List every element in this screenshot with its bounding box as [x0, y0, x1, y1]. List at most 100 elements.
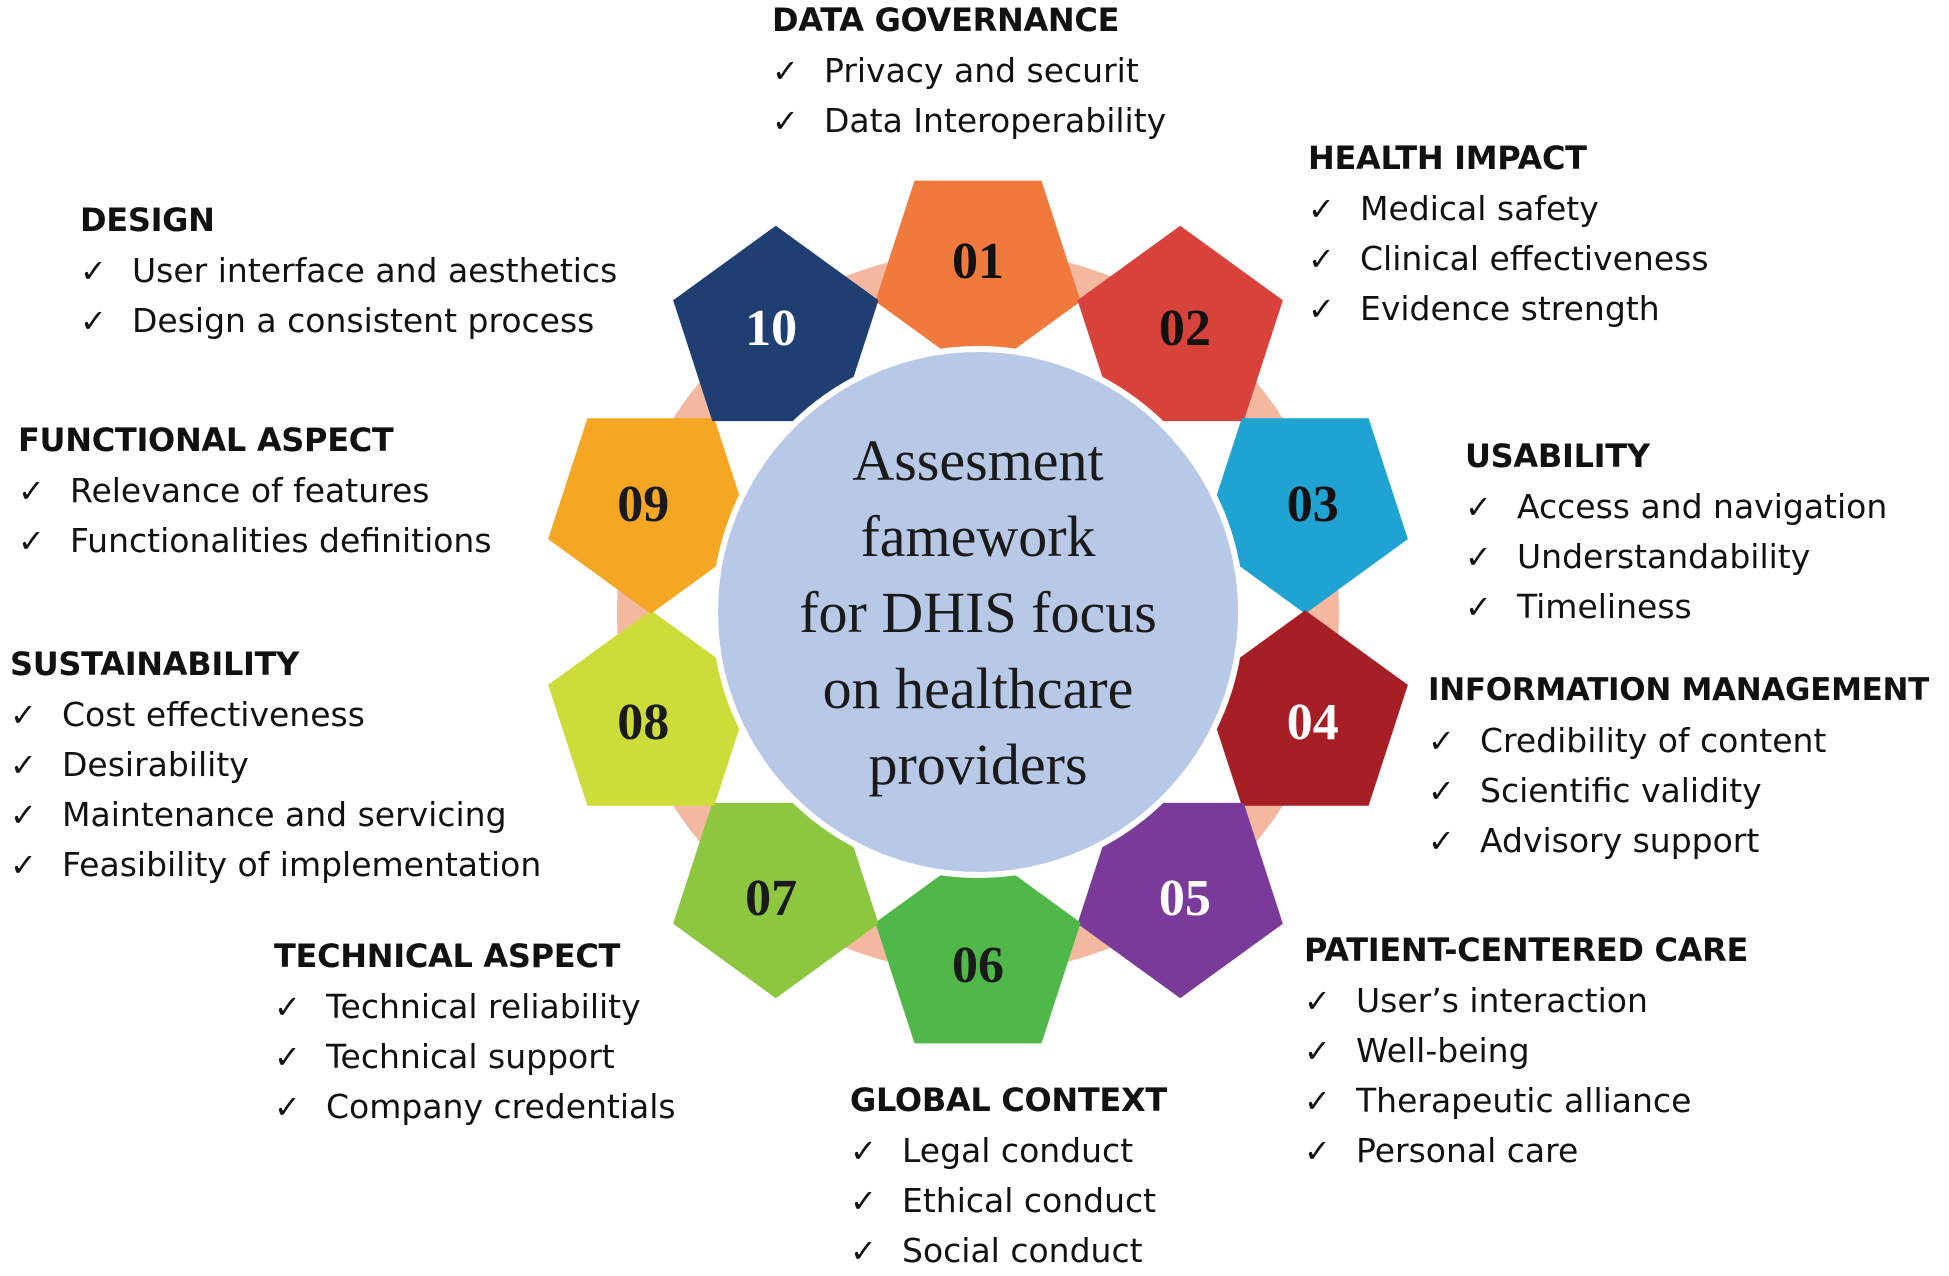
check-icon: ✓: [1465, 488, 1492, 526]
list-item: ✓Maintenance and servicing: [10, 790, 541, 840]
check-icon: ✓: [772, 52, 799, 90]
check-icon: ✓: [850, 1182, 877, 1220]
check-icon: ✓: [1428, 822, 1455, 860]
list-item: ✓Credibility of content: [1428, 716, 1929, 766]
pentagon-03: [1202, 418, 1408, 614]
check-icon: ✓: [772, 102, 799, 140]
list-item: ✓Legal conduct: [850, 1126, 1167, 1176]
pentagon-06: [875, 848, 1081, 1044]
check-icon: ✓: [80, 302, 107, 340]
category-usability: USABILITY ✓Access and navigation ✓Unders…: [1465, 436, 1887, 632]
list-item: ✓Scientific validity: [1428, 766, 1929, 816]
list-item: ✓Design a consistent process: [80, 296, 617, 346]
category-title: DESIGN: [80, 201, 215, 239]
center-title-line-4: on healthcare: [823, 656, 1134, 721]
list-item: ✓Cost effectiveness: [10, 690, 541, 740]
category-health-impact: HEALTH IMPACT ✓Medical safety ✓Clinical …: [1308, 138, 1709, 334]
list-item: ✓Company credentials: [274, 1082, 676, 1132]
list-item: ✓Advisory support: [1428, 816, 1929, 866]
check-icon: ✓: [10, 696, 37, 734]
list-item: ✓Desirability: [10, 740, 541, 790]
pentagon-07: [673, 802, 879, 999]
check-icon: ✓: [1304, 1032, 1331, 1070]
check-icon: ✓: [274, 1038, 301, 1076]
list-item: ✓Clinical effectiveness: [1308, 234, 1709, 284]
center-title-line-3: for DHIS focus: [799, 580, 1157, 645]
list-item: ✓Access and navigation: [1465, 482, 1887, 532]
list-item: ✓Technical support: [274, 1032, 676, 1082]
pentagon-number-05: 05: [1159, 870, 1211, 927]
category-title: GLOBAL CONTEXT: [850, 1081, 1167, 1119]
pentagon-number-08: 08: [617, 694, 669, 751]
check-icon: ✓: [10, 846, 37, 884]
check-icon: ✓: [18, 522, 45, 560]
pentagon-number-10: 10: [745, 300, 797, 357]
category-title: SUSTAINABILITY: [10, 645, 300, 683]
list-item: ✓Functionalities definitions: [18, 516, 492, 566]
list-item: ✓Personal care: [1304, 1126, 1748, 1176]
category-patient-centered-care: PATIENT-CENTERED CARE ✓User’s interactio…: [1304, 930, 1748, 1176]
category-title: TECHNICAL ASPECT: [274, 937, 621, 975]
check-icon: ✓: [1308, 190, 1335, 228]
check-icon: ✓: [18, 472, 45, 510]
category-technical-aspect: TECHNICAL ASPECT ✓Technical reliability …: [274, 936, 676, 1132]
pentagon-01: [875, 180, 1081, 376]
pentagon-number-09: 09: [617, 476, 669, 533]
check-icon: ✓: [1304, 982, 1331, 1020]
pentagon-10: [673, 225, 879, 422]
pentagon-number-02: 02: [1159, 300, 1211, 357]
pentagon-05: [1077, 802, 1283, 999]
list-item: ✓Medical safety: [1308, 184, 1709, 234]
category-functional-aspect: FUNCTIONAL ASPECT ✓Relevance of features…: [18, 420, 492, 566]
category-title: HEALTH IMPACT: [1308, 139, 1587, 177]
category-sustainability: SUSTAINABILITY ✓Cost effectiveness ✓Desi…: [10, 644, 541, 890]
pentagon-04: [1202, 610, 1408, 806]
check-icon: ✓: [850, 1232, 877, 1270]
list-item: ✓Ethical conduct: [850, 1176, 1167, 1226]
list-item: ✓User’s interaction: [1304, 976, 1748, 1026]
check-icon: ✓: [1428, 722, 1455, 760]
pentagon-number-07: 07: [745, 870, 797, 927]
list-item: ✓Data Interoperability: [772, 96, 1166, 146]
check-icon: ✓: [1428, 772, 1455, 810]
category-title: DATA GOVERNANCE: [772, 1, 1120, 39]
center-title-line-5: providers: [868, 732, 1087, 797]
category-information-management: INFORMATION MANAGEMENT ✓Credibility of c…: [1428, 670, 1929, 866]
list-item: ✓Therapeutic alliance: [1304, 1076, 1748, 1126]
pentagon-09: [548, 418, 754, 614]
check-icon: ✓: [1304, 1082, 1331, 1120]
list-item: ✓Timeliness: [1465, 582, 1887, 632]
pentagon-number-03: 03: [1287, 476, 1339, 533]
list-item: ✓Relevance of features: [18, 466, 492, 516]
list-item: ✓Social conduct: [850, 1226, 1167, 1276]
center-title-line-1: Assesment: [852, 428, 1103, 493]
list-item: ✓Privacy and securit: [772, 46, 1166, 96]
category-title: PATIENT-CENTERED CARE: [1304, 931, 1749, 969]
category-global-context: GLOBAL CONTEXT ✓Legal conduct ✓Ethical c…: [850, 1080, 1167, 1276]
category-title: INFORMATION MANAGEMENT: [1428, 672, 1929, 708]
list-item: ✓User interface and aesthetics: [80, 246, 617, 296]
check-icon: ✓: [274, 1088, 301, 1126]
category-design: DESIGN ✓User interface and aesthetics ✓D…: [80, 200, 617, 346]
center-title-line-2: famework: [860, 504, 1095, 569]
check-icon: ✓: [1465, 538, 1492, 576]
check-icon: ✓: [80, 252, 107, 290]
check-icon: ✓: [850, 1132, 877, 1170]
check-icon: ✓: [274, 988, 301, 1026]
list-item: ✓Technical reliability: [274, 982, 676, 1032]
category-data-governance: DATA GOVERNANCE ✓Privacy and securit ✓Da…: [772, 0, 1166, 146]
check-icon: ✓: [10, 796, 37, 834]
center-circle: [712, 346, 1244, 878]
list-item: ✓Well-being: [1304, 1026, 1748, 1076]
pentagon-number-04: 04: [1287, 694, 1339, 751]
check-icon: ✓: [10, 746, 37, 784]
category-title: USABILITY: [1465, 437, 1650, 475]
check-icon: ✓: [1465, 588, 1492, 626]
list-item: ✓Feasibility of implementation: [10, 840, 541, 890]
pentagon-08: [548, 610, 754, 806]
check-icon: ✓: [1308, 240, 1335, 278]
list-item: ✓Evidence strength: [1308, 284, 1709, 334]
category-title: FUNCTIONAL ASPECT: [18, 421, 394, 459]
